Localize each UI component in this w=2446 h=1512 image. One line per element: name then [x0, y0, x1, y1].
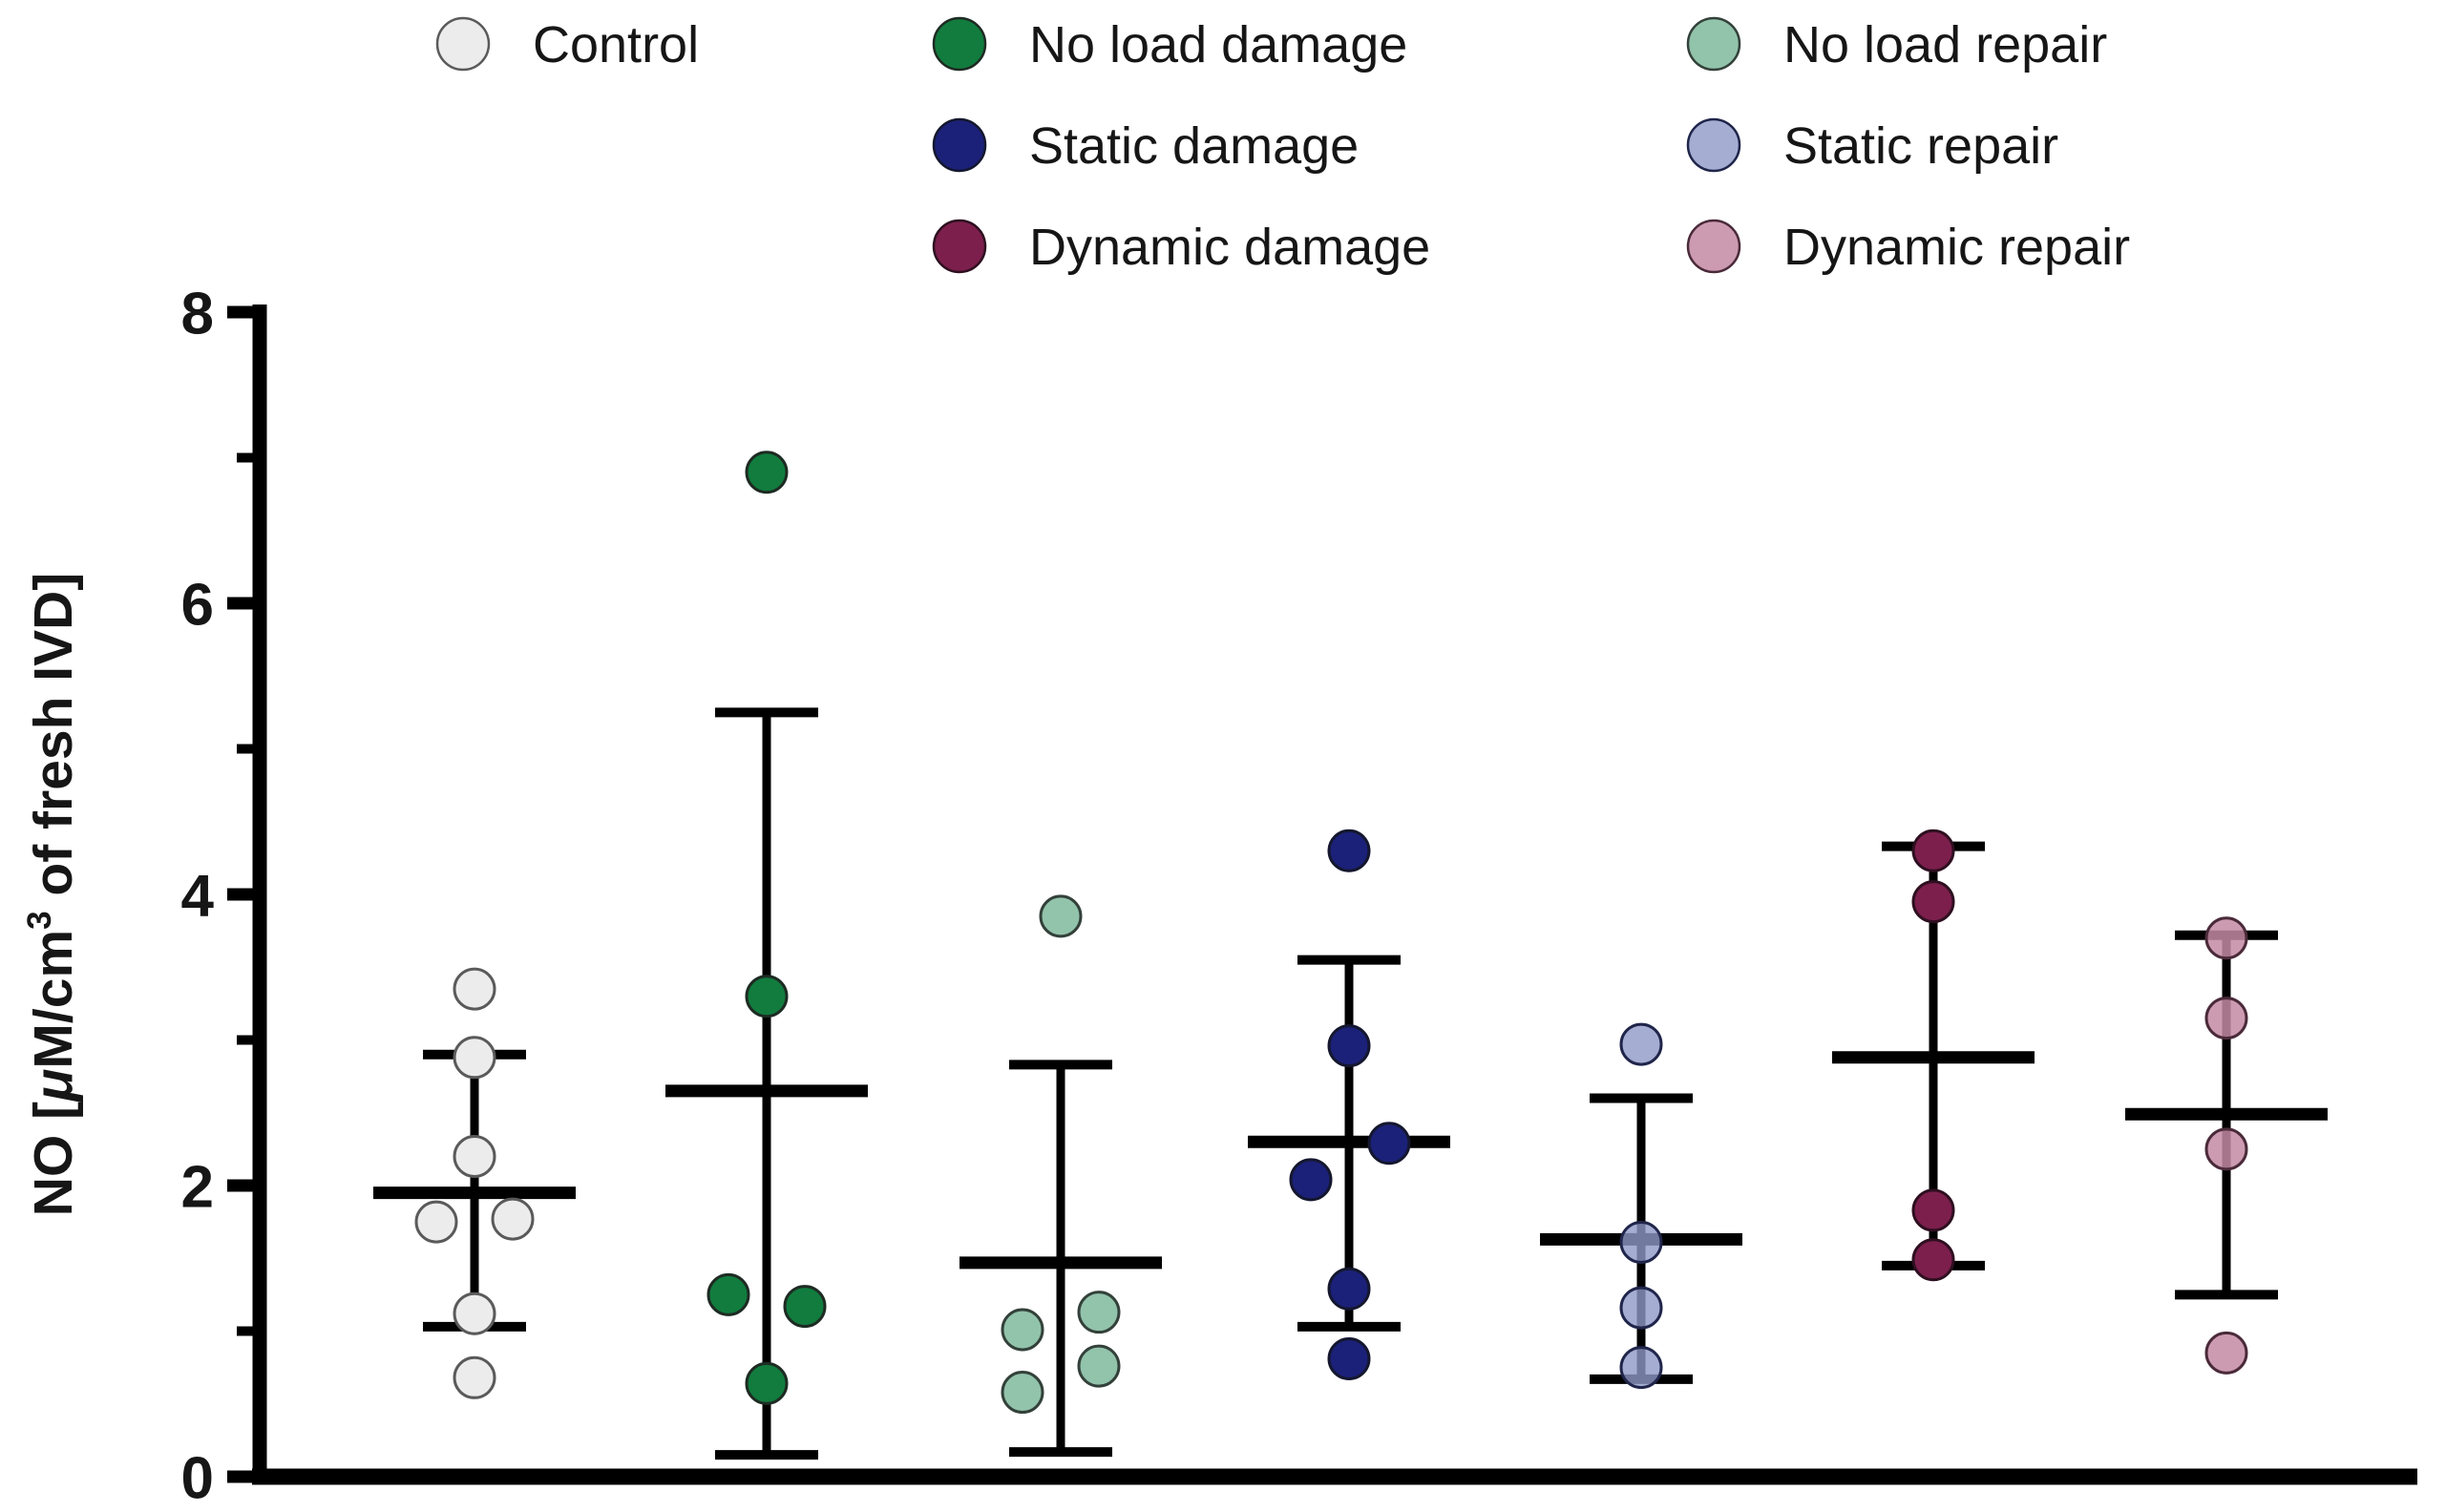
data-point — [2204, 997, 2248, 1040]
data-point — [745, 451, 789, 494]
data-point — [453, 1135, 496, 1178]
data-point — [1911, 1188, 1955, 1232]
legend-swatch-no-load-repair — [1686, 16, 1741, 72]
data-point — [1289, 1158, 1333, 1202]
data-point — [1619, 1220, 1663, 1264]
data-point — [1367, 1122, 1411, 1166]
y-axis-title: NO [μM/cm3 of fresh IVD] — [21, 573, 84, 1217]
data-point — [1327, 1024, 1371, 1068]
group-static-damage — [1248, 829, 1450, 1380]
legend-swatch-static-repair — [1686, 117, 1741, 173]
legend-swatch-no-load-damage — [932, 16, 987, 72]
y-tick-label: 4 — [181, 863, 215, 929]
group-dynamic-repair — [2125, 916, 2328, 1375]
data-point — [414, 1200, 458, 1244]
data-point — [1327, 1336, 1371, 1380]
data-point — [453, 967, 496, 1011]
data-point — [1039, 894, 1083, 938]
legend-label-control: Control — [533, 16, 699, 74]
data-point — [1077, 1291, 1121, 1334]
data-point — [1327, 1267, 1371, 1311]
group-dynamic-damage — [1832, 829, 2035, 1282]
data-point — [453, 1036, 496, 1080]
group-no-load-damage — [665, 451, 868, 1460]
data-point — [1619, 1346, 1663, 1390]
data-point — [1911, 1238, 1955, 1282]
legend-label-no-load-repair: No load repair — [1783, 16, 2107, 74]
data-point — [453, 1292, 496, 1335]
legend-label-static-repair: Static repair — [1783, 117, 2058, 175]
data-point — [706, 1272, 750, 1316]
y-tick-label: 6 — [181, 572, 214, 638]
data-point — [2204, 1127, 2248, 1171]
data-point — [1001, 1308, 1044, 1352]
legend-swatch-dynamic-repair — [1686, 219, 1741, 274]
legend-label-dynamic-repair: Dynamic repair — [1783, 219, 2130, 276]
legend-swatch-control — [435, 16, 491, 72]
data-point — [1327, 829, 1371, 872]
legend-swatch-dynamic-damage — [932, 219, 987, 274]
data-point — [2204, 916, 2248, 960]
group-control — [373, 967, 576, 1399]
data-point — [1001, 1371, 1044, 1415]
data-point — [745, 975, 789, 1018]
group-static-repair — [1540, 1022, 1742, 1390]
data-point — [1619, 1022, 1663, 1066]
legend-label-no-load-damage: No load damage — [1029, 16, 1407, 74]
data-point — [453, 1355, 496, 1399]
data-point — [745, 1361, 789, 1405]
legend-swatch-static-damage — [932, 117, 987, 173]
legend-label-static-damage: Static damage — [1029, 117, 1359, 175]
legend-label-dynamic-damage: Dynamic damage — [1029, 219, 1430, 276]
data-point — [1911, 880, 1955, 924]
group-no-load-repair — [959, 894, 1162, 1458]
y-tick-label: 8 — [181, 281, 214, 346]
data-point — [1911, 829, 1955, 872]
data-point — [783, 1285, 827, 1329]
y-tick-label: 0 — [181, 1445, 214, 1511]
data-point — [1077, 1344, 1121, 1388]
y-tick-label: 2 — [181, 1154, 214, 1220]
data-point — [2204, 1331, 2248, 1375]
data-point — [1619, 1286, 1663, 1330]
data-point — [491, 1197, 535, 1241]
